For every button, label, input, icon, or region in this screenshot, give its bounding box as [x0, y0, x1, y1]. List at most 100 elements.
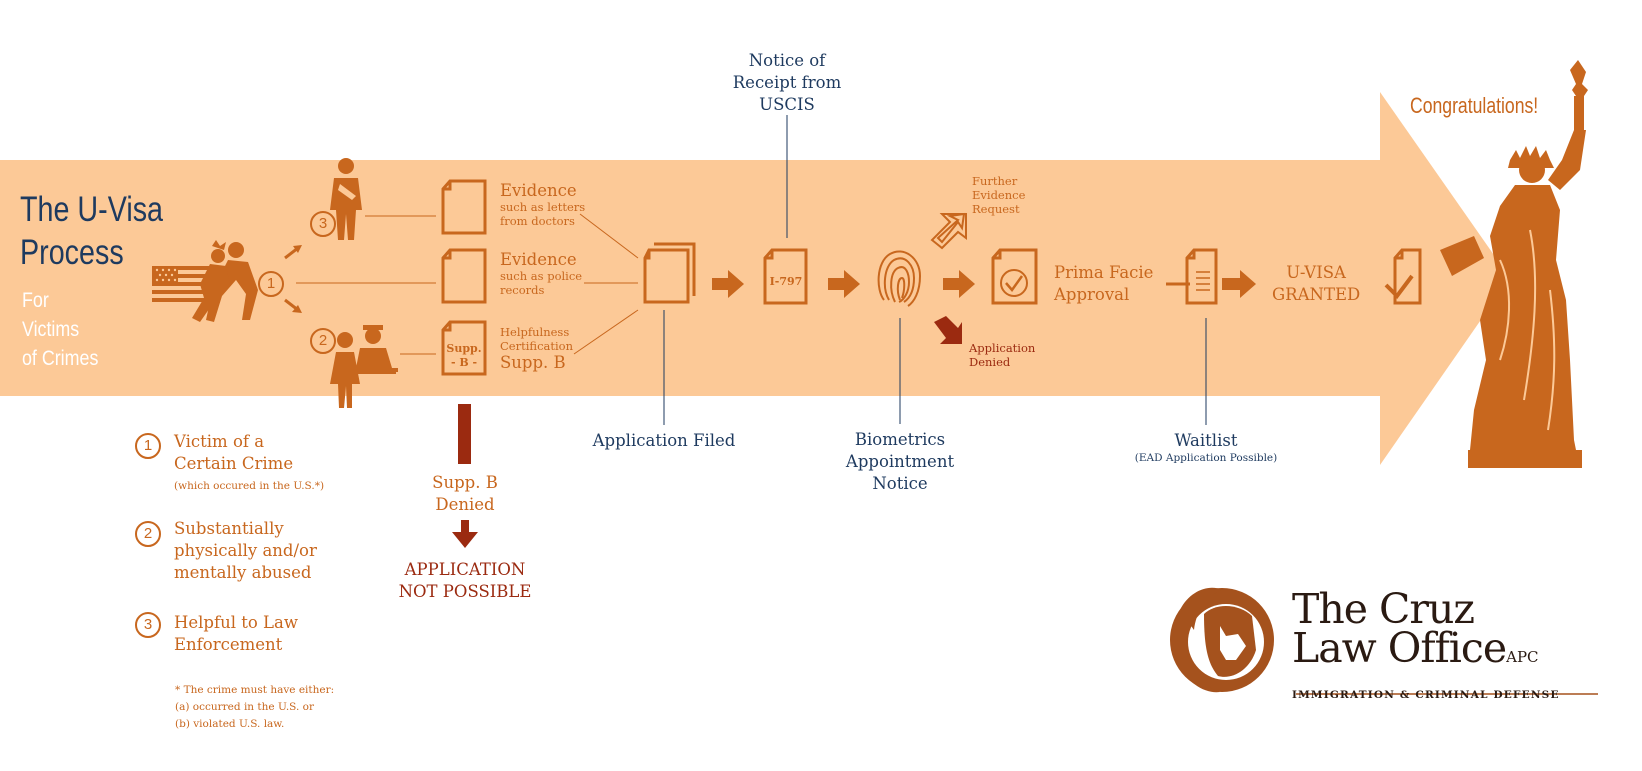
person-officer-icon [330, 325, 398, 408]
supp-b-detail2: Certification [500, 339, 573, 353]
legend-marker-3: 3 [135, 612, 161, 638]
footnote-line3: (b) violated U.S. law. [175, 718, 285, 730]
application-denied-line2: Denied [969, 355, 1011, 369]
firm-logo: The Cruz Law OfficeAPC IMMIGRATION & CRI… [1292, 585, 1560, 702]
receipt-notice: Notice of Receipt from USCIS [717, 50, 857, 116]
logo-suffix: APC [1506, 648, 1539, 666]
application-not-possible: APPLICATION NOT POSSIBLE [390, 559, 540, 603]
further-evidence-line1: Further [972, 174, 1018, 188]
denied-arrow [934, 316, 962, 344]
granted-line1: U-VISA [1286, 263, 1346, 282]
evidence-doctors-detail2: from doctors [500, 214, 575, 228]
supp-b-denied-line1: Supp. B [432, 473, 498, 492]
supp-b-denied-line2: Denied [435, 495, 495, 514]
prima-facie-line1: Prima Facie [1054, 263, 1154, 282]
fingerprint-icon [877, 250, 922, 307]
evidence-police-detail1: such as police [500, 269, 583, 283]
legend-item-2: Substantially physically and/or mentally… [174, 518, 317, 584]
supp-b-denied-bar [458, 404, 471, 464]
title-line1: The U-Visa [20, 190, 164, 229]
document-icon [441, 179, 487, 376]
evidence-supp-b: Helpfulness Certification Supp. B [500, 325, 573, 372]
legend-1-note: (which occured in the U.S.*) [174, 480, 325, 492]
title-line2: Process [20, 233, 124, 272]
footnote: * The crime must have either: (a) occurr… [175, 682, 334, 733]
supp-b-doc-label2: - B - [451, 356, 477, 369]
evidence-police: Evidence such as police records [500, 250, 582, 297]
legend-2-line3: mentally abused [174, 563, 312, 582]
granted-document-icon [1384, 248, 1422, 305]
legend-2-line2: physically and/or [174, 541, 317, 560]
prima-facie-line2: Approval [1054, 285, 1130, 304]
legend-3-line2: Enforcement [174, 635, 283, 654]
granted-line2: GRANTED [1272, 285, 1361, 304]
checkmark-document-icon [991, 248, 1038, 305]
evidence-doctors-detail1: such as letters [500, 200, 586, 214]
logo-tagline: IMMIGRATION & CRIMINAL DEFENSE [1292, 689, 1560, 701]
receipt-document-icon [763, 248, 808, 305]
biometrics-notice: Biometrics Appointment Notice [830, 429, 970, 495]
marker-1: 1 [258, 271, 284, 297]
waitlist-document-icon [1166, 248, 1218, 305]
receipt-notice-line1: Notice of [748, 51, 826, 70]
evidence-police-detail2: records [500, 283, 545, 297]
i797-label: I-797 [770, 275, 803, 288]
application-filed: Application Filed [592, 431, 736, 450]
supp-b-doc-label1: Supp. [446, 342, 481, 355]
receipt-notice-line3: USCIS [759, 95, 815, 114]
legend-1-line2: Certain Crime [174, 454, 294, 473]
subtitle-line3: of Crimes [22, 347, 99, 370]
not-possible-line2: NOT POSSIBLE [398, 582, 532, 601]
subtitle-line2: Victims [22, 318, 80, 341]
marker-2: 2 [310, 328, 336, 354]
footnote-line1: * The crime must have either: [175, 684, 335, 696]
logo-name-line1: The Cruz [1292, 585, 1475, 633]
legend-2-line1: Substantially [174, 519, 284, 538]
supp-b-detail1: Helpfulness [500, 325, 570, 339]
congratulations: Congratulations! [1410, 93, 1539, 118]
legend-1-line1: Victim of a [174, 432, 265, 451]
denied-down-arrow [452, 520, 478, 548]
prima-facie-approval: Prima Facie Approval [1054, 262, 1153, 306]
marker-3: 3 [310, 211, 336, 237]
statue-of-liberty-icon [1440, 60, 1588, 468]
biometrics-line2: Appointment [845, 452, 955, 471]
logo-name-line2: Law Office [1292, 624, 1507, 672]
victim-scene-icon [152, 240, 258, 322]
further-evidence-line2: Evidence [972, 188, 1026, 202]
branch-arrows [284, 245, 302, 313]
footnote-line2: (a) occurred in the U.S. or [175, 701, 314, 713]
evidence-doctors: Evidence such as letters from doctors [500, 181, 585, 228]
connector-lines [296, 213, 639, 355]
legend-item-1: Victim of a Certain Crime (which occured… [174, 431, 324, 497]
application-docs-icon [643, 242, 696, 304]
legend-marker-1: 1 [135, 433, 161, 459]
evidence-doctors-heading: Evidence [500, 181, 577, 200]
subtitle: For Victims of Crimes [22, 286, 98, 373]
flow-arrows [712, 270, 1256, 298]
biometrics-line1: Biometrics [854, 430, 946, 449]
waitlist: Waitlist (EAD Application Possible) [1126, 430, 1286, 464]
legend-item-3: Helpful to Law Enforcement [174, 612, 298, 656]
statue-folds [1499, 229, 1556, 431]
legend-marker-2: 2 [135, 521, 161, 547]
biometrics-line3: Notice [872, 474, 928, 493]
person-sling-icon [330, 158, 362, 240]
waitlist-note: (EAD Application Possible) [1134, 452, 1278, 464]
legend-3-line1: Helpful to Law [174, 613, 298, 632]
supp-b-heading: Supp. B [500, 353, 566, 372]
waitlist-doc-lines [1196, 271, 1210, 291]
application-denied-line1: Application [969, 341, 1036, 355]
application-denied: Application Denied [969, 341, 1035, 369]
further-evidence-request: Further Evidence Request [972, 174, 1025, 216]
receipt-notice-line2: Receipt from [732, 73, 842, 92]
waitlist-label: Waitlist [1174, 431, 1238, 450]
further-evidence-arrow [930, 212, 967, 250]
further-evidence-line3: Request [972, 202, 1020, 216]
lion-logo-icon [1170, 587, 1274, 693]
not-possible-line1: APPLICATION [404, 560, 526, 579]
evidence-police-heading: Evidence [500, 250, 577, 269]
visa-granted: U-VISA GRANTED [1272, 262, 1360, 306]
supp-b-denied: Supp. B Denied [410, 472, 520, 516]
